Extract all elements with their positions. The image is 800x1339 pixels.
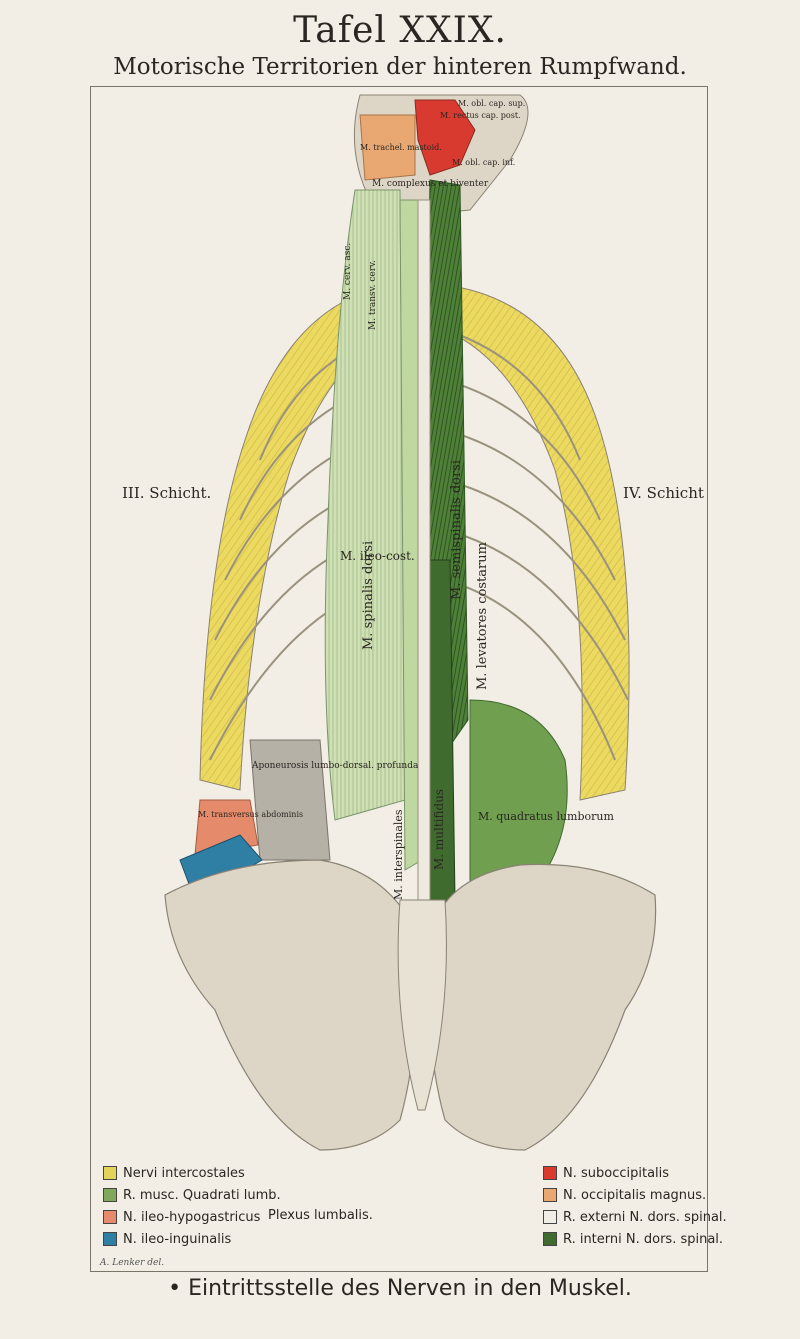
label-spinalis: M. spinalis dorsi xyxy=(361,541,376,650)
footer-note: • Eintrittsstelle des Nerven in den Musk… xyxy=(168,1276,632,1301)
label-obliquus-inf: M. obl. cap. inf. xyxy=(452,158,515,167)
ileocostal-muscle xyxy=(324,189,406,821)
legend-left: Nervi intercostales R. musc. Quadrati lu… xyxy=(103,1162,281,1250)
legend-item: N. occipitalis magnus. xyxy=(543,1184,727,1206)
layer-right-label: IV. Schicht xyxy=(623,484,704,502)
legend-item: R. externi N. dors. spinal. xyxy=(543,1206,727,1228)
aponeurosis xyxy=(249,739,331,861)
legend-item: N. ileo-inguinalis xyxy=(103,1228,281,1250)
label-ileocost: M. ileo-cost. xyxy=(340,549,415,563)
plate-subtitle: Motorische Territorien der hinteren Rump… xyxy=(113,54,687,80)
legend-label: N. suboccipitalis xyxy=(563,1165,670,1181)
legend-label: N. occipitalis magnus. xyxy=(563,1187,707,1203)
legend-label: Nervi intercostales xyxy=(123,1165,245,1181)
label-obliquus-sup: M. obl. cap. sup. xyxy=(458,99,525,108)
label-quadratus: M. quadratus lumborum xyxy=(478,810,614,823)
legend-swatch xyxy=(103,1188,117,1202)
layer-left-label: III. Schicht. xyxy=(122,484,212,502)
legend-label: N. ileo-inguinalis xyxy=(123,1231,232,1247)
label-transversus: M. transversus abdominis xyxy=(198,810,303,819)
legend-swatch xyxy=(543,1188,557,1202)
label-levatores: M. levatores costarum xyxy=(475,542,490,690)
label-cerv-asc: M. cerv. asc. xyxy=(343,243,353,300)
legend-swatch xyxy=(543,1166,557,1180)
label-aponeurosis: Aponeurosis lumbo-dorsal. profunda xyxy=(251,761,419,771)
legend-label: R. interni N. dors. spinal. xyxy=(563,1231,724,1247)
suboccipital-muscle xyxy=(414,99,476,176)
legend-swatch xyxy=(103,1166,117,1180)
sacrum-bone xyxy=(397,899,447,1111)
legend-label: R. externi N. dors. spinal. xyxy=(563,1209,727,1225)
label-trans-cerv: M. transv. cerv. xyxy=(368,260,378,330)
occipital-muscle xyxy=(359,114,416,181)
legend-label: N. ileo-hypogastricus xyxy=(123,1209,261,1225)
legend-swatch xyxy=(103,1210,117,1224)
legend-item: R. interni N. dors. spinal. xyxy=(543,1228,727,1250)
plate-frame xyxy=(90,86,708,1272)
label-trachel: M. trachel. mastoid. xyxy=(360,143,442,152)
legend-swatch xyxy=(543,1210,557,1224)
legend-right: N. suboccipitalis N. occipitalis magnus.… xyxy=(543,1162,727,1250)
spine-column xyxy=(417,199,431,901)
legend-item: Nervi intercostales xyxy=(103,1162,281,1184)
legend-swatch xyxy=(103,1232,117,1246)
label-semispinalis: M. semispinalis dorsi xyxy=(449,460,464,600)
label-rectus: M. rectus cap. post. xyxy=(440,111,521,120)
legend-swatch xyxy=(543,1232,557,1246)
plate-title: Tafel XXIX. xyxy=(293,10,507,51)
quadratus-muscle xyxy=(469,699,568,891)
label-multifidus: M. multifidus xyxy=(432,789,446,870)
legend-label: R. musc. Quadrati lumb. xyxy=(123,1187,281,1203)
legend-item: R. musc. Quadrati lumb. xyxy=(103,1184,281,1206)
legend-item: N. suboccipitalis xyxy=(543,1162,727,1184)
legend-item: N. ileo-hypogastricus xyxy=(103,1206,281,1228)
label-complexus: M. complexus et biventer xyxy=(372,179,489,189)
artist-signature: A. Lenker del. xyxy=(100,1258,165,1268)
label-interspinales: M. interspinales xyxy=(392,809,405,900)
plexus-label: Plexus lumbalis. xyxy=(268,1208,373,1223)
